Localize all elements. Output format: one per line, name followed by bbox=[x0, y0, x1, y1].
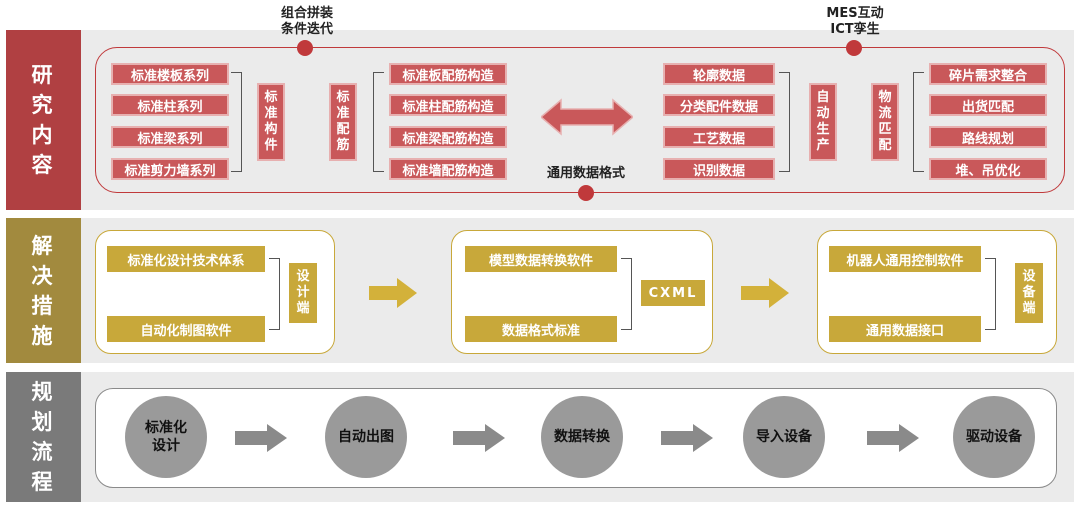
process-step: 导入设备 bbox=[743, 396, 825, 478]
planning-band: 规划流程 标准化 设计 自动出图 数据转换 导入设备 驱动设备 bbox=[6, 372, 1074, 502]
solution-arrow-icon bbox=[369, 278, 417, 308]
logistics-match-box: 物流匹配 bbox=[871, 83, 899, 161]
data-item: 工艺数据 bbox=[663, 126, 775, 148]
solution-arrow-icon bbox=[741, 278, 789, 308]
research-band: 研究内容 标准楼板系列 标准柱系列 标准梁系列 标准剪力墙系列 标准构件 标准配… bbox=[6, 30, 1074, 210]
top-right-label: MES互动 ICT孪生 bbox=[826, 6, 884, 37]
planning-content: 标准化 设计 自动出图 数据转换 导入设备 驱动设备 bbox=[81, 372, 1074, 502]
middle-item: 模型数据转换软件 bbox=[465, 246, 617, 272]
auto-production-box: 自动生产 bbox=[809, 83, 837, 161]
double-arrow-icon bbox=[541, 98, 633, 136]
top-left-label: 组合拼装 条件迭代 bbox=[280, 6, 333, 37]
device-item: 通用数据接口 bbox=[829, 316, 981, 342]
data-item: 轮廓数据 bbox=[663, 63, 775, 85]
rebar-structure-item: 标准墙配筋构造 bbox=[389, 158, 507, 180]
data-item: 识别数据 bbox=[663, 158, 775, 180]
design-item: 自动化制图软件 bbox=[107, 316, 265, 342]
data-item: 分类配件数据 bbox=[663, 94, 775, 116]
logistics-bracket bbox=[913, 72, 924, 172]
device-item: 机器人通用控制软件 bbox=[829, 246, 981, 272]
top-left-dot bbox=[297, 40, 313, 56]
logistics-item: 路线规划 bbox=[929, 126, 1047, 148]
research-side-label: 研究内容 bbox=[6, 30, 81, 210]
standard-series-item: 标准梁系列 bbox=[111, 126, 229, 148]
bottom-label: 通用数据格式 bbox=[546, 166, 625, 181]
rebar-bracket bbox=[373, 72, 384, 172]
standard-series-item: 标准柱系列 bbox=[111, 94, 229, 116]
standard-component-box: 标准构件 bbox=[257, 83, 285, 161]
solution-side-label: 解决措施 bbox=[6, 218, 81, 363]
series-bracket bbox=[231, 72, 242, 172]
middle-item: 数据格式标准 bbox=[465, 316, 617, 342]
standard-series-item: 标准楼板系列 bbox=[111, 63, 229, 85]
solution-content: 标准化设计技术体系 自动化制图软件 设计端 模型数据转换软件 数据格式标准 CX… bbox=[81, 218, 1074, 363]
process-arrow-icon bbox=[453, 424, 505, 452]
process-step: 标准化 设计 bbox=[125, 396, 207, 478]
design-bracket bbox=[269, 258, 280, 330]
top-right-dot bbox=[846, 40, 862, 56]
process-arrow-icon bbox=[661, 424, 713, 452]
process-step: 自动出图 bbox=[325, 396, 407, 478]
process-step: 驱动设备 bbox=[953, 396, 1035, 478]
planning-side-label: 规划流程 bbox=[6, 372, 81, 502]
process-arrow-icon bbox=[235, 424, 287, 452]
process-step: 数据转换 bbox=[541, 396, 623, 478]
middle-bracket bbox=[621, 258, 632, 330]
logistics-item: 出货匹配 bbox=[929, 94, 1047, 116]
process-arrow-icon bbox=[867, 424, 919, 452]
data-bracket bbox=[779, 72, 790, 172]
rebar-structure-item: 标准板配筋构造 bbox=[389, 63, 507, 85]
research-content: 标准楼板系列 标准柱系列 标准梁系列 标准剪力墙系列 标准构件 标准配筋 标准板… bbox=[81, 30, 1074, 210]
solution-band: 解决措施 标准化设计技术体系 自动化制图软件 设计端 模型数据转换软件 数据格式… bbox=[6, 218, 1074, 363]
standard-series-item: 标准剪力墙系列 bbox=[111, 158, 229, 180]
device-bracket bbox=[985, 258, 996, 330]
rebar-structure-item: 标准柱配筋构造 bbox=[389, 94, 507, 116]
design-item: 标准化设计技术体系 bbox=[107, 246, 265, 272]
rebar-structure-item: 标准梁配筋构造 bbox=[389, 126, 507, 148]
bottom-dot bbox=[578, 185, 594, 201]
standard-rebar-box: 标准配筋 bbox=[329, 83, 357, 161]
design-end-box: 设计端 bbox=[289, 263, 317, 323]
device-end-box: 设备端 bbox=[1015, 263, 1043, 323]
cxml-box: CXML bbox=[641, 280, 705, 306]
logistics-item: 堆、吊优化 bbox=[929, 158, 1047, 180]
logistics-item: 碎片需求整合 bbox=[929, 63, 1047, 85]
